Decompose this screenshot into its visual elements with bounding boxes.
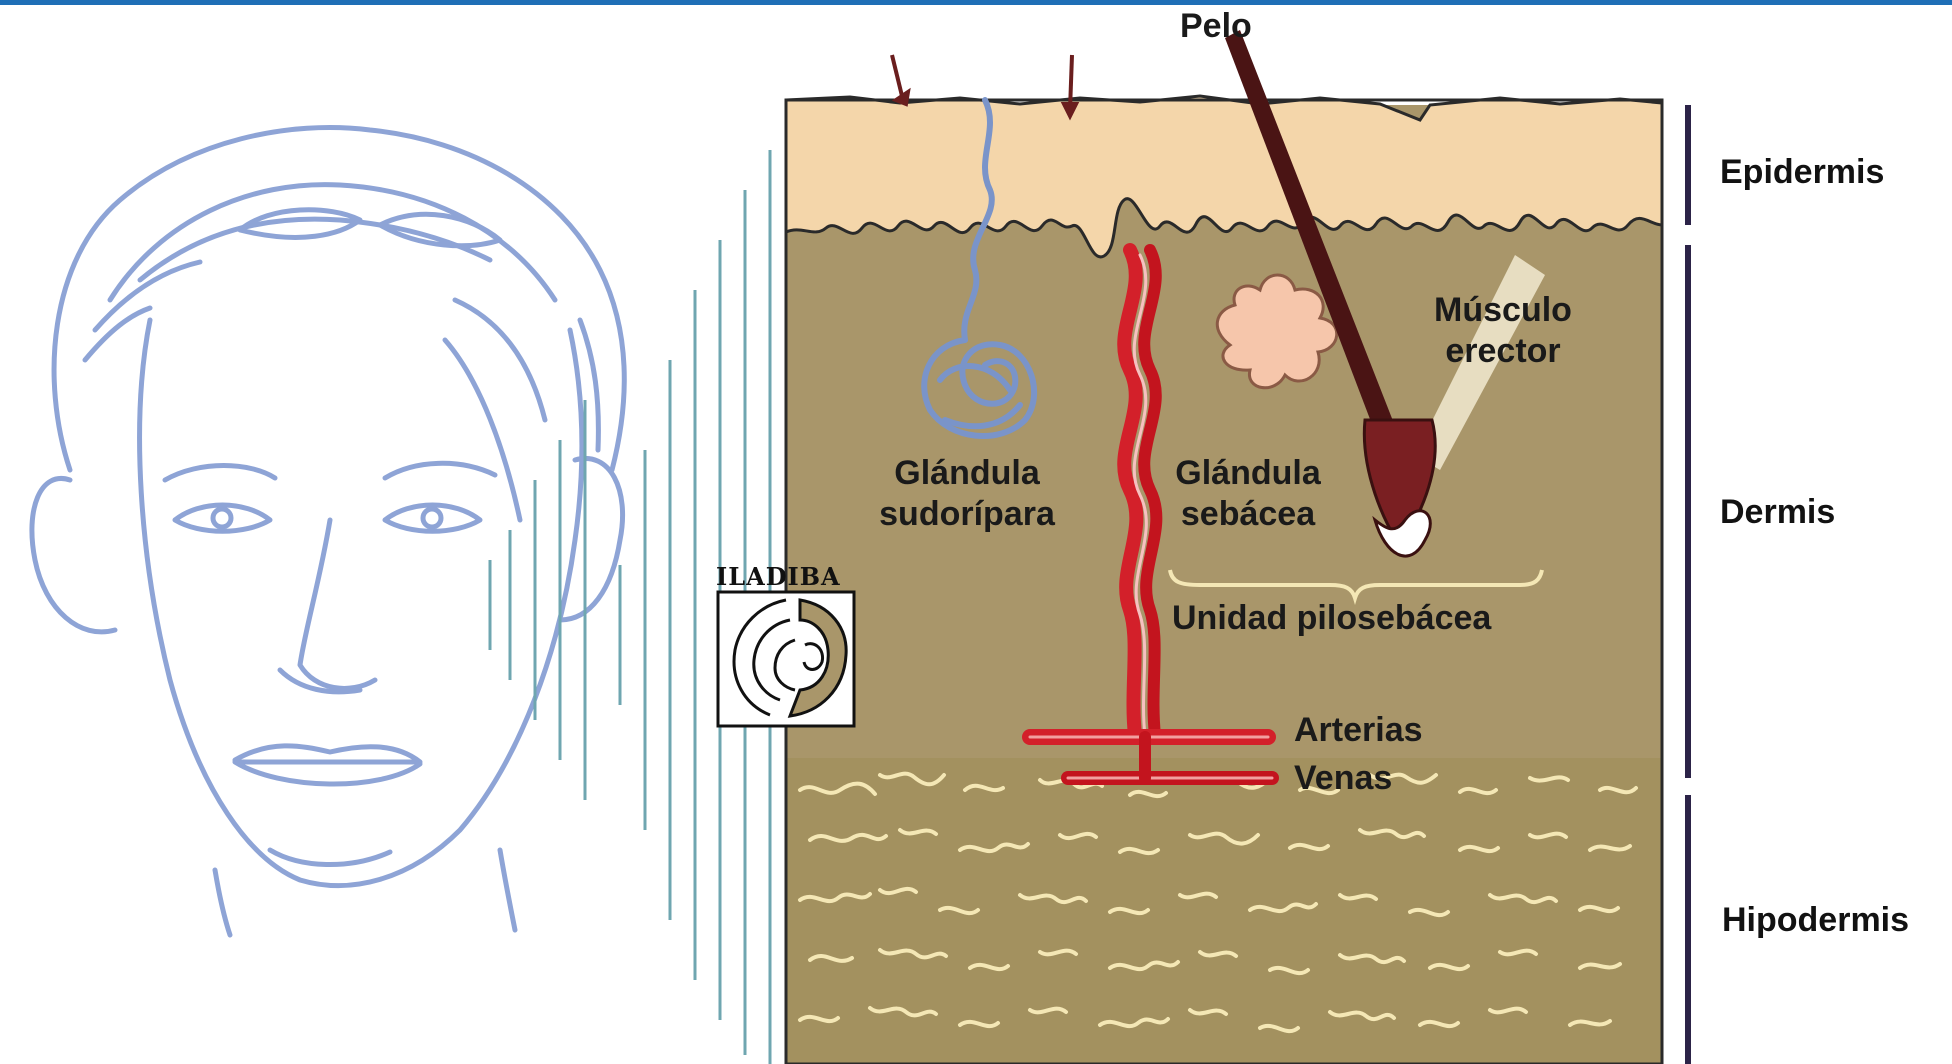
erector-muscle-label-line-2: erector [1408,331,1598,372]
iladiba-stamp-text: ILADIBA [716,562,841,591]
temple-strand [445,340,520,520]
lower-lip [235,762,420,784]
neck-right [500,850,515,930]
sweat-gland-label-line-2: sudorípara [862,494,1072,535]
sebaceous-gland-label: Glándula sebácea [1148,453,1348,535]
erector-muscle-label: Músculo erector [1408,290,1598,372]
sweat-gland-label-line-1: Glándula [862,453,1072,494]
face-contour [140,320,582,886]
hair-inner-7 [85,308,150,360]
erector-muscle-label-line-1: Músculo [1408,290,1598,331]
right-pupil [423,509,441,527]
hair-inner-6 [455,300,545,420]
neck-left [215,870,230,935]
pilosebaceous-unit-label: Unidad pilosebácea [1172,598,1491,639]
iladiba-stamp-graphic [718,592,854,726]
sweat-gland-label: Glándula sudorípara [862,453,1072,535]
hair-label: Pelo [1180,6,1252,47]
sebaceous-gland-label-line-1: Glándula [1148,453,1348,494]
left-pupil [213,509,231,527]
veins-label: Venas [1294,758,1392,799]
nose [300,520,375,688]
skin-block [718,30,1688,1064]
right-ear [560,458,623,620]
left-eyebrow [165,466,275,481]
hair-inner-2 [140,219,490,280]
sebaceous-gland-label-line-2: sebácea [1148,494,1348,535]
hypodermis-layer [786,758,1662,1064]
epidermis-label: Epidermis [1720,152,1884,193]
arteries-label: Arterias [1294,710,1423,751]
hypodermis-label: Hipodermis [1722,900,1909,941]
right-eyebrow [385,463,495,478]
left-ear [32,478,115,631]
chin [270,850,390,865]
dermis-label: Dermis [1720,492,1835,533]
